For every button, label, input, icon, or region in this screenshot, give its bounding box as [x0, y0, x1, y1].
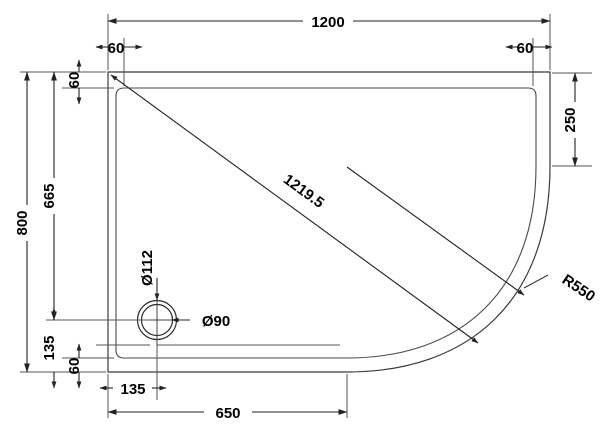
label-radius-r550: R550	[559, 271, 598, 305]
dimension-hole-112: Ø112	[139, 250, 160, 301]
label-right-60: 60	[517, 40, 534, 57]
label-bottom-135: 135	[41, 335, 58, 360]
label-right-250: 250	[562, 107, 579, 132]
dimension-overall-width: 1200	[107, 11, 551, 70]
dimension-top-edge-60: 60	[56, 59, 114, 105]
dimension-left-665: 665	[41, 71, 150, 321]
label-dia-112: Ø112	[139, 250, 156, 286]
label-depth-665: 665	[41, 183, 58, 208]
dim-line-radius	[346, 166, 525, 296]
label-depth-800: 800	[14, 210, 31, 235]
dimension-drain-from-left-135: 135	[99, 330, 167, 418]
label-bottom-60: 60	[66, 358, 83, 375]
dimension-bottom-650: 650	[107, 374, 348, 422]
dimension-drain-from-bottom-135: 135	[41, 307, 58, 389]
dimension-right-250: 250	[552, 72, 592, 167]
label-width-650: 650	[215, 405, 240, 422]
dim-line-diagonal	[110, 74, 479, 344]
dimension-overall-depth: 800	[14, 71, 106, 373]
dimension-top-right-60: 60	[505, 38, 553, 86]
label-top-60: 60	[66, 72, 83, 89]
dimension-top-left-60: 60	[95, 38, 143, 86]
label-left-135: 135	[120, 381, 145, 398]
dimension-bottom-edge-60: 60	[56, 343, 114, 389]
label-left-60: 60	[108, 40, 125, 57]
dimension-radius-r550: R550	[346, 166, 598, 305]
drain-extension-lines	[96, 319, 340, 346]
tray-outer-outline	[107, 71, 551, 373]
label-dia-90: Ø90	[202, 313, 230, 330]
dimension-hole-90: Ø90	[171, 313, 230, 330]
label-width-1200: 1200	[311, 14, 344, 31]
